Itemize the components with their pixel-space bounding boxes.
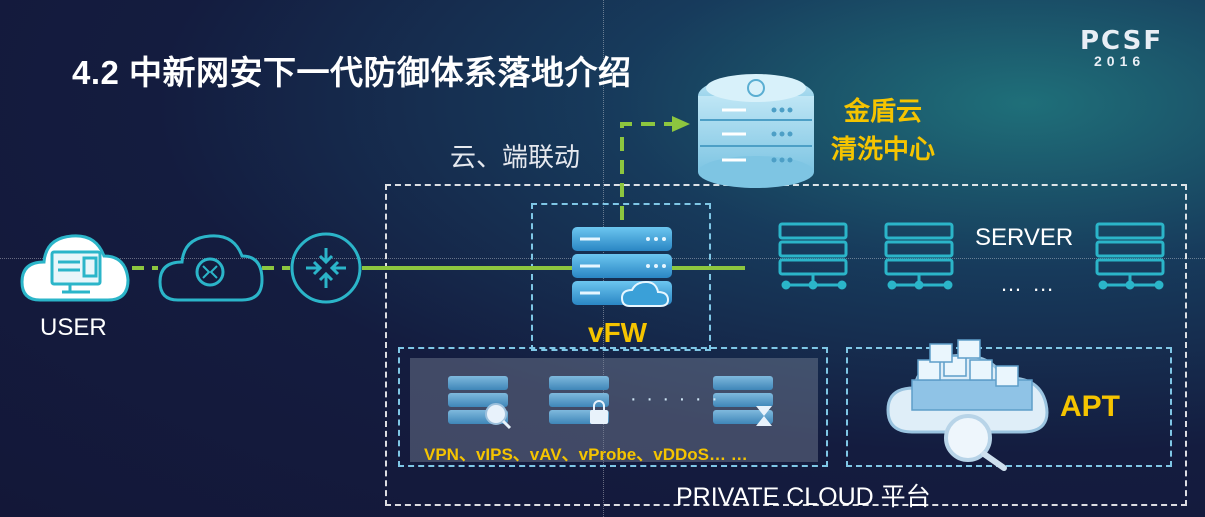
services-boundary <box>398 347 828 467</box>
server-label: SERVER <box>975 224 1074 251</box>
service-server-icons <box>448 376 773 430</box>
cloud-center-label: 金盾云 清洗中心 <box>830 96 935 164</box>
apt-label: APT <box>1060 390 1120 423</box>
apt-boundary <box>846 347 1172 467</box>
service-server-hourglass <box>713 376 773 426</box>
server-rack-icon-2 <box>884 222 954 290</box>
service-server-search <box>448 376 512 430</box>
server-rack-icon-3 <box>1095 222 1165 290</box>
services-label: VPN、vIPS、vAV、vProbe、vDDoS… … <box>424 445 748 464</box>
vfw-label: vFW <box>588 317 648 348</box>
server-rack-icon-1 <box>778 222 848 290</box>
user-computer-icon <box>20 234 130 302</box>
services-ellipsis: · · · · · · <box>630 388 720 410</box>
connection-lines <box>132 116 745 270</box>
internet-cloud-icon <box>158 234 264 302</box>
private-cloud-label: PRIVATE CLOUD 平台 <box>676 483 931 511</box>
pcsf-logo: PCSF <box>1080 26 1164 56</box>
server-ellipsis: … … <box>1000 271 1057 296</box>
vfw-boundary <box>531 203 711 351</box>
server-rack-icons <box>778 222 1165 290</box>
slide-title: 4.2 中新网安下一代防御体系落地介绍 <box>72 54 632 91</box>
cloud-link-label: 云、端联动 <box>450 142 581 172</box>
cloud-center-server-icon <box>698 74 814 188</box>
pcsf-logo-year: 2016 <box>1094 53 1146 69</box>
apt-vmware-icon <box>886 339 1049 471</box>
service-server-lock <box>549 376 609 424</box>
router-icon <box>290 232 362 304</box>
user-label: USER <box>40 314 107 341</box>
vfw-server-icon <box>572 227 672 307</box>
